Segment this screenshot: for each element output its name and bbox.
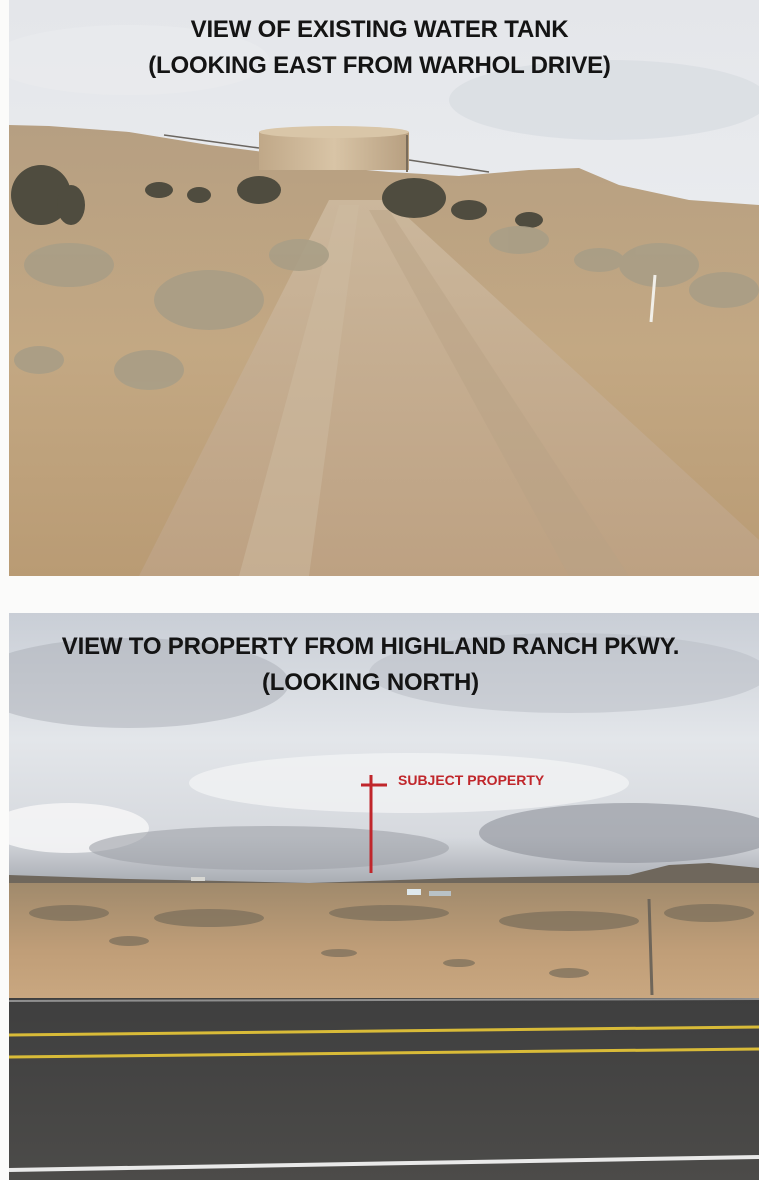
water-tank-photo [9,0,759,576]
water-tank [259,126,409,172]
top-caption-line2: (LOOKING EAST FROM WARHOL DRIVE) [148,52,611,79]
top-caption-line1: VIEW OF EXISTING WATER TANK [190,16,569,43]
subject-property-label: SUBJECT PROPERTY [398,772,545,788]
bottom-photo-caption: VIEW TO PROPERTY FROM HIGHLAND RANCH PKW… [0,629,750,701]
bottom-caption-line1: VIEW TO PROPERTY FROM HIGHLAND RANCH PKW… [61,633,680,660]
top-photo-caption: VIEW OF EXISTING WATER TANK (LOOKING EAS… [0,12,759,84]
photo-divider [0,576,759,613]
clouds [9,633,759,870]
sagebrush [11,165,543,228]
property-view-photo [9,613,759,1180]
subject-property-marker [361,775,387,873]
bottom-caption-line2: (LOOKING NORTH) [262,669,479,696]
